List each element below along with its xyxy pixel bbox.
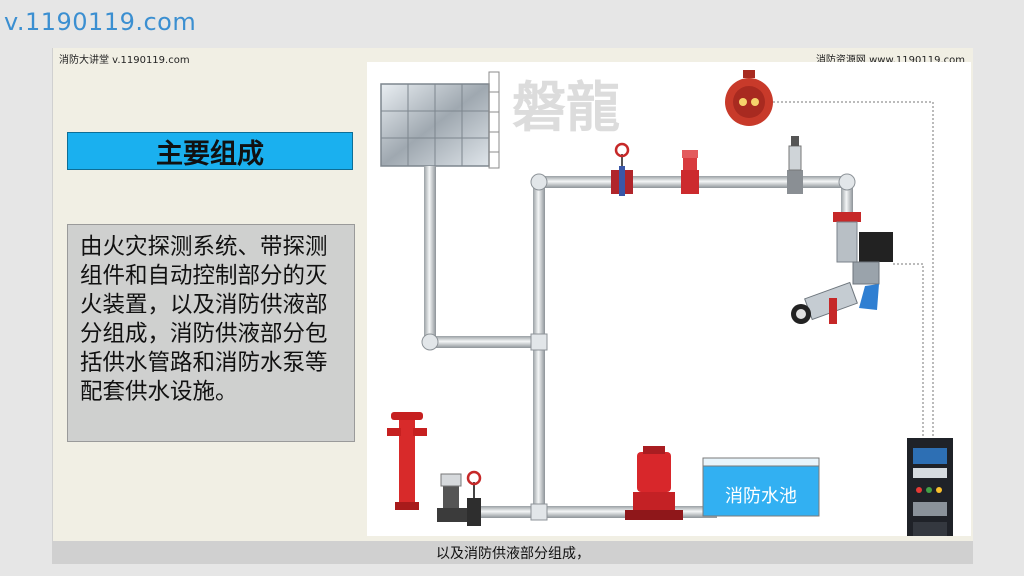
slide-title: 主要组成 [67, 132, 353, 170]
site-watermark: v.1190119.com [4, 8, 196, 36]
hydrant-gate-valve [467, 472, 481, 526]
subtitle-caption: 以及消防供液部分组成， [53, 541, 973, 564]
diagram-svg: 磐龍 [367, 62, 971, 536]
slide: 消防大讲堂 v.1190119.com 消防资源网 www.1190119.co… [52, 48, 973, 564]
check-valve [437, 474, 467, 522]
control-cabinet [907, 438, 953, 536]
solenoid-valve [787, 136, 803, 194]
butterfly-valve [611, 144, 633, 196]
header-left: 消防大讲堂 v.1190119.com [59, 51, 190, 66]
water-pool: 消防水池 [703, 458, 819, 516]
fire-water-cannon [791, 212, 893, 324]
body-text: 由火灾探测系统、带探测组件和自动控制部分的灭火装置，以及消防供液部分组成，消防供… [67, 224, 355, 442]
gate-valve [681, 150, 699, 194]
system-diagram: 磐龍 [367, 62, 971, 536]
pool-label: 消防水池 [725, 486, 797, 507]
water-tank [381, 72, 499, 168]
flame-detector [725, 70, 773, 126]
outdoor-fire-hydrant [387, 412, 427, 510]
fire-pump [625, 446, 683, 520]
bg-logo: 磐龍 [512, 76, 620, 139]
